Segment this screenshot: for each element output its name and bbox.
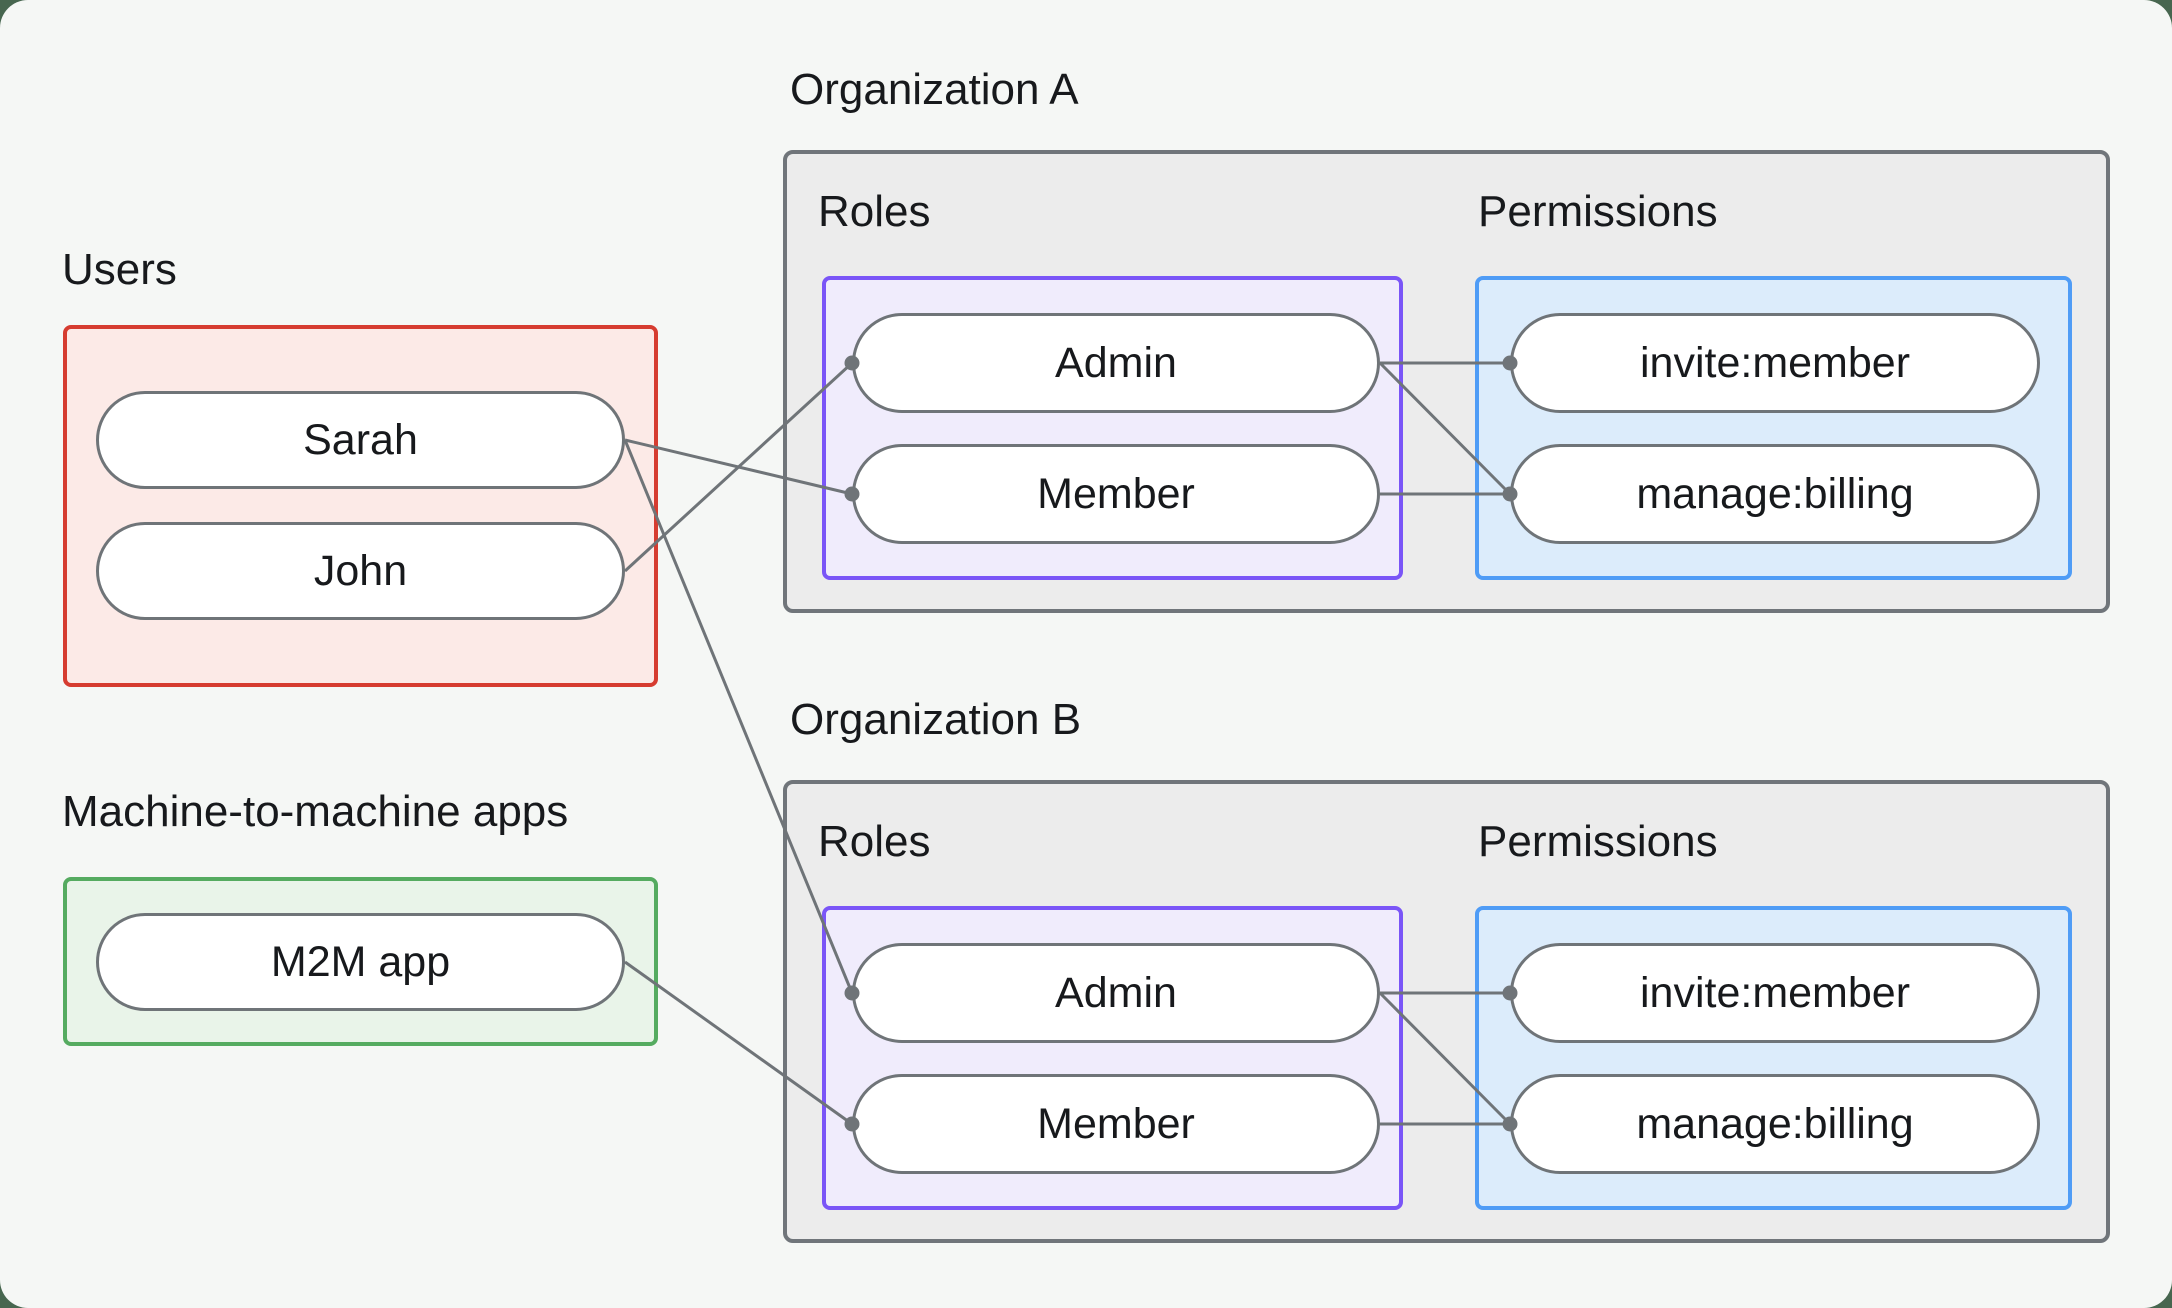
permission-label: invite:member	[1639, 968, 1911, 1017]
permission-label: manage:billing	[1636, 469, 1914, 518]
org-b-permission-invite-member: invite:member	[1510, 943, 2040, 1043]
role-label: Member	[1037, 469, 1195, 518]
user-node-john: John	[96, 522, 625, 620]
permission-label: invite:member	[1639, 338, 1911, 387]
permission-label: manage:billing	[1636, 1099, 1914, 1148]
users-group-label: Users	[62, 245, 177, 294]
role-label: Admin	[1055, 968, 1177, 1017]
org-b-title: Organization B	[790, 695, 1082, 744]
m2m-app-node: M2M app	[96, 913, 625, 1011]
org-a-role-member: Member	[852, 444, 1380, 544]
m2m-app-node-label: M2M app	[270, 937, 451, 986]
org-a-roles-label: Roles	[818, 187, 931, 236]
org-a-role-admin: Admin	[852, 313, 1380, 413]
role-label: Admin	[1055, 338, 1177, 387]
m2m-group-label: Machine-to-machine apps	[62, 787, 569, 836]
org-b-roles-label: Roles	[818, 817, 931, 866]
org-b-role-member: Member	[852, 1074, 1380, 1174]
user-node-label: Sarah	[303, 415, 418, 464]
org-b-permission-manage-billing: manage:billing	[1510, 1074, 2040, 1174]
org-a-permissions-label: Permissions	[1478, 187, 1718, 236]
user-node-sarah: Sarah	[96, 391, 625, 489]
role-label: Member	[1037, 1099, 1195, 1148]
org-a-title: Organization A	[790, 65, 1079, 114]
org-a-permission-invite-member: invite:member	[1510, 313, 2040, 413]
user-node-label: John	[313, 546, 408, 595]
users-group-box	[63, 325, 658, 687]
org-b-role-admin: Admin	[852, 943, 1380, 1043]
org-b-permissions-label: Permissions	[1478, 817, 1718, 866]
org-a-permission-manage-billing: manage:billing	[1510, 444, 2040, 544]
